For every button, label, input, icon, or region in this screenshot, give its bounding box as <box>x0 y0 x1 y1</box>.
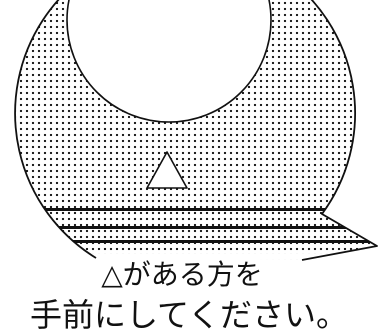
bottom-stripes <box>15 208 377 257</box>
caption-line-2: 手前にしてください。 <box>30 296 348 334</box>
speech-bubble-outline <box>14 0 378 261</box>
caption-line-1: △がある方を <box>101 258 263 291</box>
triangle-outline-icon <box>146 151 188 189</box>
inner-circle <box>66 0 272 123</box>
